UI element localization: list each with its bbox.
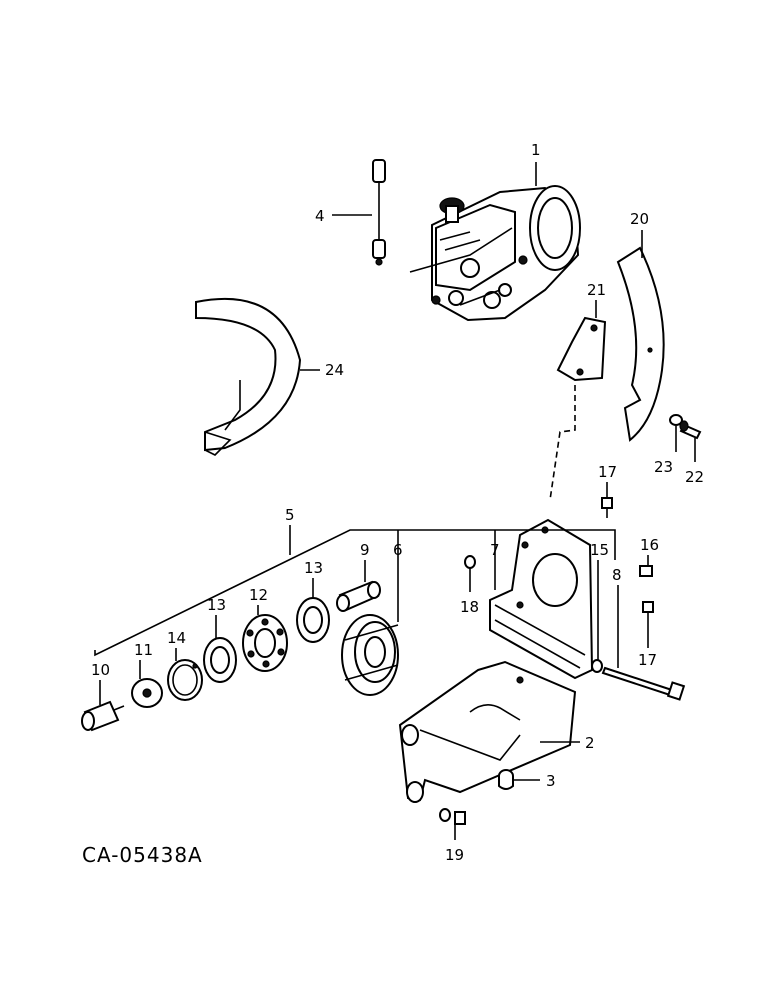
callout-14: 14: [167, 629, 186, 647]
callout-5: 5: [285, 506, 295, 524]
callout-13-upper: 13: [304, 559, 323, 577]
belt-guard-left-part: [195, 297, 302, 456]
callout-24: 24: [325, 361, 344, 379]
drawing-code: CA-05438A: [82, 843, 203, 867]
callout-21: 21: [587, 281, 606, 299]
callout-labels: 1 2 3 4 5 6 7 8 9 10 11 12 13 13 14 15 1…: [91, 141, 704, 864]
pulley-part: [341, 614, 399, 696]
leader-lines: [94, 162, 696, 840]
seal-part-upper: [296, 597, 330, 643]
bolt-part-16: [639, 565, 653, 577]
callout-23: 23: [654, 458, 673, 476]
callout-8: 8: [612, 566, 622, 584]
callout-12: 12: [249, 586, 268, 604]
callout-19: 19: [445, 846, 464, 864]
callout-3: 3: [546, 772, 556, 790]
callout-22: 22: [685, 468, 704, 486]
callout-1: 1: [531, 141, 541, 159]
seal-part-lower: [203, 637, 237, 683]
callout-16: 16: [640, 536, 659, 554]
callout-2: 2: [585, 734, 595, 752]
small-bracket-part: [549, 316, 607, 501]
washer-bolt-part: [669, 414, 702, 440]
callout-17-lower: 17: [638, 651, 657, 669]
washer-part-11: [131, 678, 163, 708]
nuts-part-19: [439, 808, 466, 825]
belt-guard-right-part: [616, 246, 665, 442]
nut-part-18: [464, 555, 476, 569]
callout-9: 9: [360, 541, 370, 559]
mounting-bracket-part: [489, 518, 594, 680]
callout-17-upper: 17: [598, 463, 617, 481]
callout-13-lower: 13: [207, 596, 226, 614]
wire-harness-part: [372, 159, 386, 266]
hub-shaft-part: [336, 580, 381, 612]
callout-10: 10: [91, 661, 110, 679]
callout-4: 4: [315, 207, 325, 225]
base-bracket-part: [398, 660, 577, 803]
callout-18: 18: [460, 598, 479, 616]
snap-ring-part: [167, 659, 203, 701]
bolt-part-upper: [601, 497, 613, 518]
callout-15: 15: [590, 541, 609, 559]
cap-screw-part: [81, 700, 125, 732]
bolt-part-lower: [642, 601, 654, 625]
callout-6: 6: [393, 541, 403, 559]
spacer-part: [498, 769, 514, 790]
long-bolt-part: [591, 659, 686, 701]
callout-7: 7: [490, 541, 500, 559]
callout-11: 11: [134, 641, 153, 659]
callout-20: 20: [630, 210, 649, 228]
bearing-part: [242, 614, 288, 672]
compressor-part: [409, 185, 581, 322]
